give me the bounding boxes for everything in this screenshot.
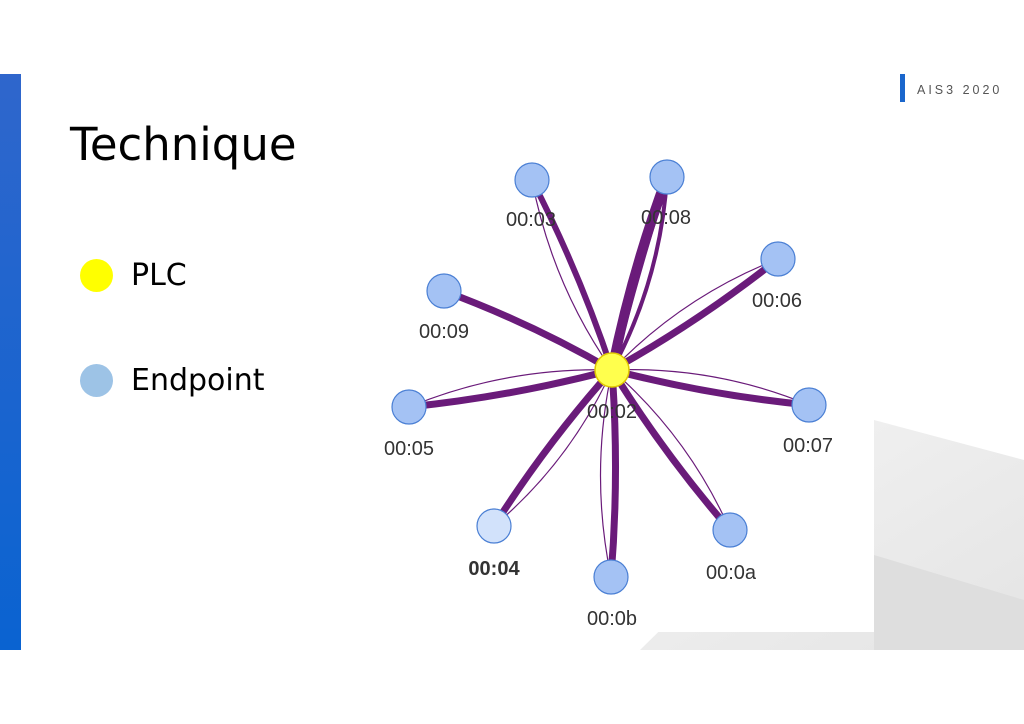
graph-node-plc[interactable]: 00:02 [587, 352, 637, 423]
node-circle-icon[interactable] [712, 512, 748, 548]
edge-00-03 [529, 177, 615, 373]
node-circle-icon[interactable] [391, 389, 427, 425]
graph-node-00-09[interactable]: 00:09 [419, 273, 469, 343]
graph-nodes[interactable]: 00:03 00:08 00:06 00:09 00:05 00:07 00:04 00:0b… [384, 159, 833, 630]
edge-thin-00-03 [531, 179, 613, 371]
graph-node-00-0a[interactable]: 00:0a [706, 512, 757, 584]
edge-00-05 [405, 366, 616, 411]
node-label: 00:06 [752, 290, 802, 312]
edge-00-09 [440, 287, 616, 374]
graph-edges [405, 172, 813, 581]
edge-thin-00-07 [611, 369, 810, 406]
node-circle-icon[interactable] [791, 387, 827, 423]
edge-thin-00-08 [610, 176, 669, 371]
edge-00-0b [607, 366, 620, 581]
plc-swatch-icon [80, 259, 113, 292]
page-title: Technique [70, 118, 297, 171]
graph-node-00-07[interactable]: 00:07 [783, 387, 833, 457]
node-label: 00:0a [706, 562, 757, 584]
legend-item-endpoint: Endpoint [80, 363, 265, 398]
edge-00-06 [608, 255, 782, 374]
graph-node-00-06[interactable]: 00:06 [752, 241, 802, 312]
node-label: 00:08 [641, 207, 691, 229]
node-label: 00:04 [468, 558, 520, 580]
node-circle-icon[interactable] [426, 273, 462, 309]
edge-thin-00-06 [611, 258, 779, 371]
node-circle-icon[interactable] [760, 241, 796, 277]
tag-accent-bar [900, 74, 905, 102]
edge-00-04 [490, 366, 616, 530]
legend-label-plc: PLC [131, 258, 187, 293]
node-circle-icon[interactable] [593, 559, 629, 595]
endpoint-swatch-icon [80, 364, 113, 397]
graph-node-00-04[interactable]: 00:04 [468, 508, 520, 580]
node-label: 00:03 [506, 209, 556, 231]
legend-item-plc: PLC [80, 258, 187, 293]
plc-node-icon[interactable] [594, 352, 630, 388]
node-circle-icon[interactable] [514, 162, 550, 198]
edge-00-07 [608, 366, 813, 409]
edge-thin-00-0b [599, 369, 613, 578]
node-label: 00:07 [783, 435, 833, 457]
edge-00-0a [608, 366, 734, 534]
node-label: 00:0b [587, 608, 637, 630]
graph-node-00-03[interactable]: 00:03 [506, 162, 556, 231]
node-label-plc: 00:02 [587, 401, 637, 423]
node-label: 00:05 [384, 438, 434, 460]
node-circle-icon[interactable] [649, 159, 685, 195]
left-accent-bar [0, 74, 21, 650]
node-label: 00:09 [419, 321, 469, 343]
graph-node-00-0b[interactable]: 00:0b [587, 559, 637, 630]
legend-label-endpoint: Endpoint [131, 363, 265, 398]
graph-node-00-05[interactable]: 00:05 [384, 389, 434, 460]
edge-thin-00-0a [611, 369, 731, 531]
node-circle-icon[interactable] [476, 508, 512, 544]
slide-tag: AIS3 2020 [917, 83, 1003, 97]
network-graph[interactable]: 00:03 00:08 00:06 00:09 00:05 00:07 00:04 00:0b… [360, 150, 874, 632]
edge-secondary-00-08 [609, 176, 670, 371]
edge-thin-00-05 [408, 369, 613, 408]
graph-node-00-08[interactable]: 00:08 [641, 159, 691, 229]
network-graph-canvas[interactable]: 00:03 00:08 00:06 00:09 00:05 00:07 00:04 00:0b… [360, 150, 874, 632]
edge-thin-00-04 [493, 369, 613, 527]
